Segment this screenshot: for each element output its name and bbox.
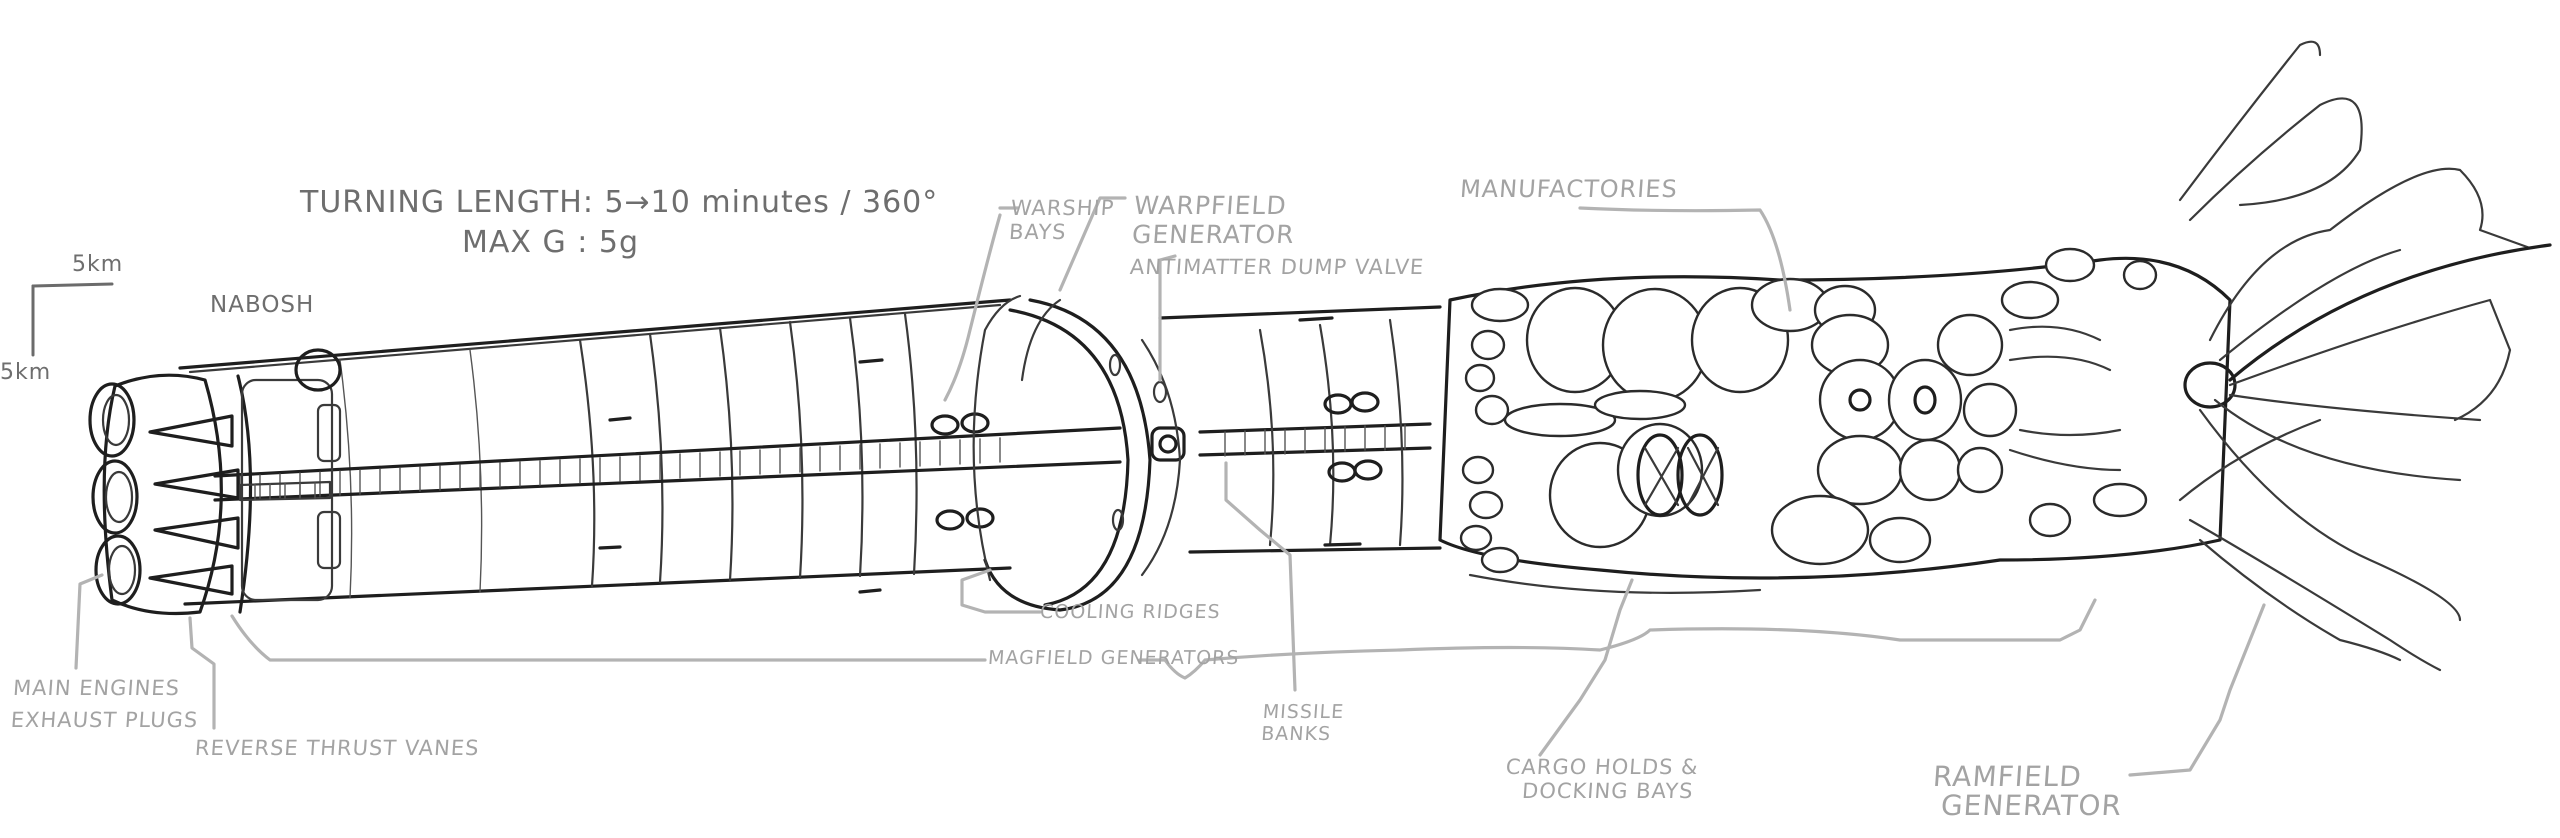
engine-cluster xyxy=(88,348,342,616)
forward-hull xyxy=(1158,305,1442,554)
max-g-note: MAX G : 5g xyxy=(462,225,640,260)
label-cooling-ridges: COOLING RIDGES xyxy=(1039,601,1222,623)
label-main-engines: MAIN ENGINES EXHAUST PLUGS xyxy=(10,676,200,733)
label-magfield-generators: MAGFIELD GENERATORS xyxy=(987,647,1241,669)
rear-hull xyxy=(178,298,1122,606)
label-reverse-thrust-vanes: REVERSE THRUST VANES xyxy=(194,736,481,760)
label-warpfield-generator: WARPFIELD GENERATOR xyxy=(1131,191,1296,249)
warpfield-ring xyxy=(972,294,1186,612)
leader-lines xyxy=(74,196,2266,777)
label-warship-bays: WARSHIP BAYS xyxy=(1008,196,1116,245)
ship-name: NABOSH xyxy=(210,292,315,318)
manufactory-cluster xyxy=(1438,247,2232,594)
ramfield-fins xyxy=(2178,40,2552,672)
label-missile-banks: MISSILE BANKS xyxy=(1260,701,1345,745)
scale-bar xyxy=(31,282,114,357)
scale-horizontal-label: 5km xyxy=(72,252,124,277)
scale-vertical-label: 5km xyxy=(0,360,52,385)
spine-rungs xyxy=(239,437,1001,501)
label-cargo-holds: CARGO HOLDS & DOCKING BAYS xyxy=(1505,755,1700,804)
label-manufactories: MANUFACTORIES xyxy=(1459,175,1679,203)
turning-length-note: TURNING LENGTH: 5→10 minutes / 360° xyxy=(300,185,939,220)
label-ramfield-generator: RAMFIELD GENERATOR xyxy=(1931,760,2124,823)
label-antimatter-dump-valve: ANTIMATTER DUMP VALVE xyxy=(1129,255,1426,279)
